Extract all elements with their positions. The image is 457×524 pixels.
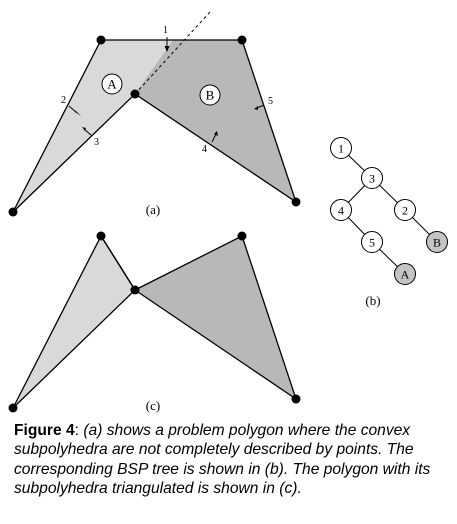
tree-node-1: [330, 137, 352, 159]
region-b-marker: [199, 84, 221, 106]
tree-leaf-b: [426, 231, 448, 253]
normal-arrow-2: [68, 105, 78, 114]
vertex: [130, 89, 140, 99]
splitter-label-3: 3: [94, 137, 99, 148]
diagram-a: A B 1 2 3 4 5 (a): [8, 11, 301, 217]
caption-colon: :: [74, 422, 79, 439]
tree-node-4: [330, 199, 352, 221]
vertex: [291, 394, 301, 404]
region-b-polygon: [135, 40, 296, 202]
caption-text: (a) shows a problem polygon where the co…: [14, 422, 431, 498]
tree-node-label: 4: [338, 204, 344, 218]
tree-node-label: 1: [338, 142, 344, 156]
vertex: [8, 403, 18, 413]
polygon-edge: [100, 235, 136, 291]
vertex: [237, 231, 247, 241]
splitter-label-1: 1: [163, 25, 168, 36]
tree-node-label: 5: [369, 236, 375, 250]
normal-arrow-3: [83, 128, 93, 137]
figure-number: Figure 4: [14, 422, 75, 439]
region-a-polygon: [13, 40, 173, 212]
vertex: [130, 285, 140, 295]
vertex: [8, 207, 18, 217]
region-b-label: B: [206, 88, 215, 103]
tree-node-label: A: [401, 268, 410, 282]
tree-node-label: 3: [369, 172, 375, 186]
tree-node-5: [361, 231, 383, 253]
figure-caption: Figure 4: (a) shows a problem polygon wh…: [14, 421, 450, 499]
region-a-label: A: [107, 77, 117, 92]
figure-canvas: A B 1 2 3 4 5 (a) 1 3 4: [8, 11, 448, 413]
normal-arrow-4: [211, 133, 217, 143]
splitter-line-1: [134, 11, 211, 95]
vertex: [291, 197, 301, 207]
vertex: [96, 35, 106, 45]
region-a-marker: [101, 73, 123, 95]
tree-leaf-a: [394, 263, 416, 285]
arrowhead-icon: [214, 131, 218, 136]
arrowhead-icon: [254, 106, 258, 110]
diagram-b: 1 3 4 2 5 B A (b): [330, 137, 448, 308]
panel-label-a: (a): [146, 202, 160, 217]
splitter-label-4: 4: [202, 144, 207, 155]
panel-label-c: (c): [146, 398, 160, 413]
vertex: [237, 35, 247, 45]
tree-node-label: B: [433, 236, 441, 250]
panel-label-b: (b): [365, 293, 380, 308]
tree-node-3: [361, 167, 383, 189]
diagram-c: (c): [8, 231, 301, 413]
tree-node-label: 2: [402, 204, 408, 218]
arrowhead-icon: [164, 46, 170, 52]
triangle-dark: [133, 235, 298, 401]
normal-arrow-5: [256, 104, 265, 109]
arrowhead-icon: [75, 110, 81, 116]
arrowhead-icon: [82, 127, 86, 131]
splitter-label-5: 5: [268, 96, 273, 107]
tree-node-2: [394, 199, 416, 221]
splitter-label-2: 2: [61, 95, 66, 106]
vertex: [96, 231, 106, 241]
polygon-outline-a: [12, 39, 298, 213]
